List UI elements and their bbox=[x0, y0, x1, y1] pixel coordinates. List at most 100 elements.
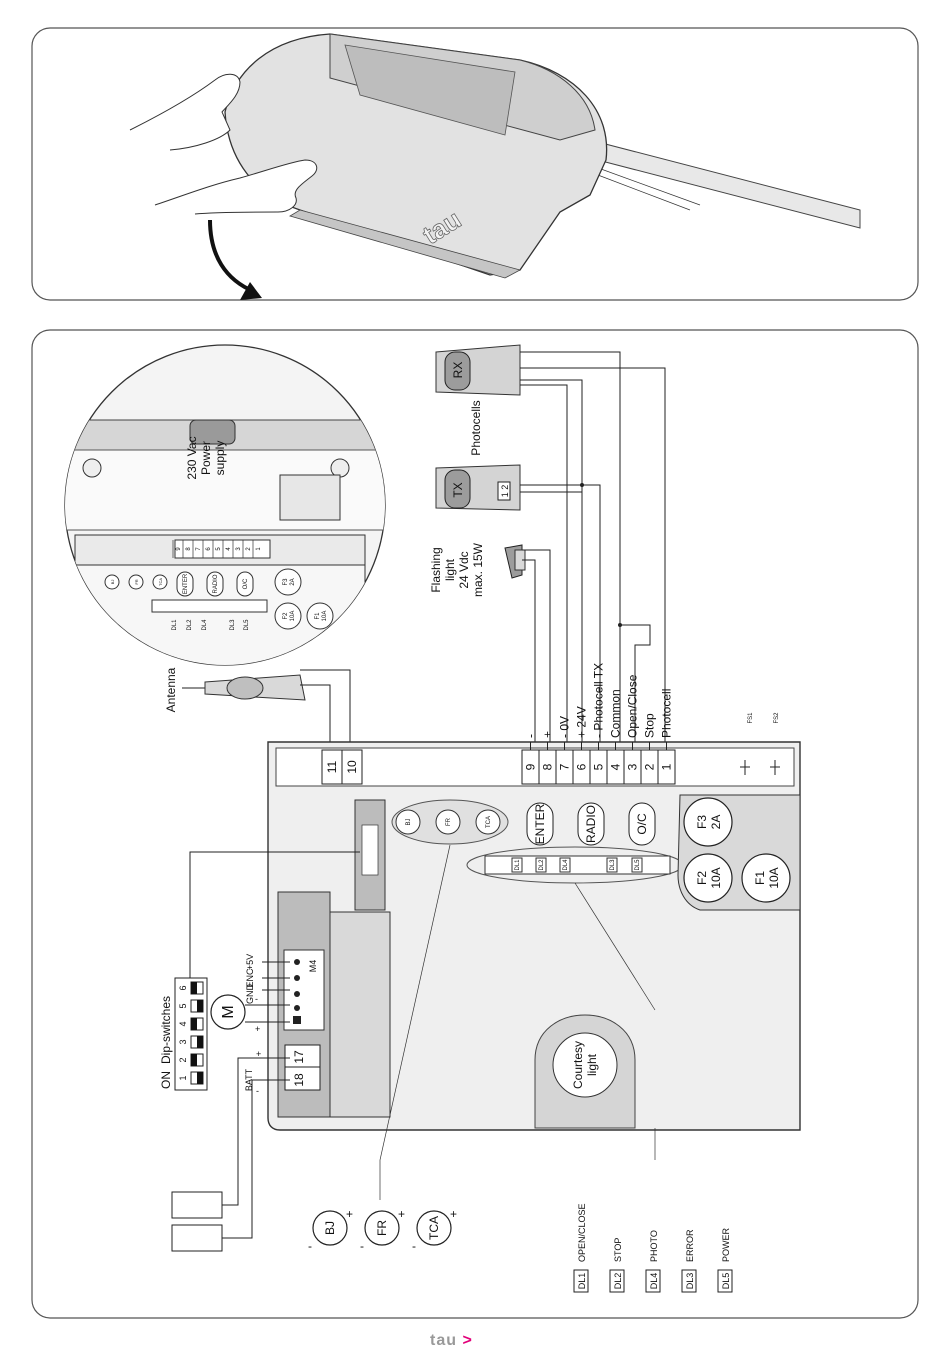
fuse-name-f1: F1 bbox=[753, 871, 767, 885]
zoom-fuse-name-f2: F2 bbox=[283, 612, 289, 620]
trimmer-bj[interactable] bbox=[395, 809, 421, 835]
terminal-11: 11 bbox=[325, 760, 339, 773]
legend-led-code-dl1: DL1 bbox=[577, 1273, 587, 1290]
trimmer-tca[interactable] bbox=[475, 809, 501, 835]
legend-minus-tca: - bbox=[412, 1239, 416, 1253]
zoom-terminal-2: 2 bbox=[246, 547, 252, 551]
terminal-4: 4 bbox=[609, 763, 623, 770]
dip-number-2: 2 bbox=[178, 1057, 188, 1062]
battery-terminal-block: 18 17 bbox=[284, 1044, 321, 1091]
signal-label-2: Stop bbox=[643, 713, 657, 738]
zoom-led-dl5: DL5 bbox=[244, 619, 250, 631]
rx-label: RX bbox=[451, 362, 465, 379]
legend-trimmer-label-bj: BJ bbox=[323, 1221, 337, 1235]
legend-plus-bj: + bbox=[346, 1207, 353, 1221]
button-oc[interactable] bbox=[628, 802, 656, 846]
logo-text: tau bbox=[430, 1332, 457, 1349]
svg-text:-: - bbox=[256, 1086, 259, 1096]
terminal-3: 3 bbox=[626, 763, 640, 770]
terminal-6: 6 bbox=[575, 763, 589, 770]
legend-led-meaning-dl3: ERROR bbox=[685, 1229, 695, 1262]
flashing-line-2: light bbox=[443, 558, 457, 581]
courtesy-light: Courtesy light bbox=[534, 1014, 636, 1129]
dip-number-6: 6 bbox=[178, 985, 188, 990]
signal-label-8: + bbox=[541, 731, 555, 738]
legend-plus-fr: + bbox=[398, 1207, 405, 1221]
dip-number-3: 3 bbox=[178, 1039, 188, 1044]
leader-lines bbox=[379, 844, 656, 1200]
trimmer-fr[interactable] bbox=[435, 809, 461, 835]
flashing-line-1: Flashing bbox=[429, 547, 443, 592]
fuse-rating-f1: 10A bbox=[767, 867, 781, 888]
signal-label-9: - bbox=[524, 734, 538, 738]
terminal-10: 10 bbox=[345, 760, 359, 774]
button-label-oc: O/C bbox=[635, 813, 649, 835]
button-label-radio: RADIO bbox=[584, 805, 598, 843]
zoom-button-enter: ENTER bbox=[183, 573, 189, 594]
photocells-label: Photocells bbox=[469, 400, 483, 455]
encoder-pins: +5V ENC GND bbox=[245, 954, 290, 1004]
terminal-9: 9 bbox=[524, 763, 538, 770]
signal-label-3: Open/Close bbox=[626, 674, 640, 738]
legend-trimmer-label-fr: FR bbox=[375, 1220, 389, 1236]
zoom-power-line-1: 230 Vac bbox=[185, 436, 199, 479]
photocell-rx: RX bbox=[435, 344, 521, 396]
legend-led-meaning-dl2: STOP bbox=[613, 1238, 623, 1262]
logo-arrow: > bbox=[462, 1332, 473, 1349]
legend-led-dl1 bbox=[573, 1269, 589, 1293]
signal-label-7: - 0V bbox=[558, 716, 572, 738]
zoom-terminal-5: 5 bbox=[216, 547, 222, 551]
zoom-led-dl1: DL1 bbox=[172, 619, 178, 631]
legend-minus-bj: - bbox=[308, 1239, 312, 1253]
led-dl2 bbox=[535, 857, 547, 873]
encoder-pin-gnd: GND bbox=[245, 984, 255, 1005]
fs1-label: FS1 bbox=[748, 712, 754, 724]
legend-trimmer-bj bbox=[312, 1210, 348, 1246]
flashing-line-3: 24 Vdc bbox=[457, 551, 471, 588]
dip-on-label: ON bbox=[159, 1071, 173, 1089]
signal-label-6: + 24V bbox=[575, 706, 589, 738]
legend-led-dl4 bbox=[645, 1269, 661, 1293]
trimmer-legend: BJ+-FR+-TCA+- bbox=[308, 1207, 457, 1253]
board-buttons: ENTER RADIO O/C bbox=[526, 802, 656, 846]
legend-led-dl2 bbox=[609, 1269, 625, 1293]
signal-label-1: Photocell bbox=[660, 689, 674, 738]
terminal-18: 18 bbox=[292, 1073, 306, 1087]
button-label-enter: ENTER bbox=[533, 803, 547, 844]
legend-led-dl5 bbox=[717, 1269, 733, 1293]
fuse-f2 bbox=[683, 853, 733, 903]
operator-housing: tau bbox=[224, 33, 608, 279]
led-label-dl4: DL4 bbox=[563, 859, 569, 871]
zoom-terminal-9: 9 bbox=[176, 547, 182, 551]
legend-trimmer-tca bbox=[416, 1210, 452, 1246]
legend-minus-fr: - bbox=[360, 1239, 364, 1253]
zoom-led-dl2: DL2 bbox=[187, 619, 193, 631]
flashing-light: Flashing light 24 Vdc max. 15W bbox=[429, 542, 551, 745]
button-enter[interactable] bbox=[526, 802, 554, 846]
zoom-terminal-8: 8 bbox=[186, 547, 192, 551]
legend-led-meaning-dl4: PHOTO bbox=[649, 1230, 659, 1262]
m4-connector: M4 bbox=[293, 959, 318, 1024]
swing-down-arrow bbox=[208, 219, 262, 300]
legend-led-dl3 bbox=[681, 1269, 697, 1293]
fuse-name-f2: F2 bbox=[695, 871, 709, 885]
terminal-7: 7 bbox=[558, 763, 572, 770]
legend-plus-tca: + bbox=[450, 1207, 457, 1221]
motor: M - + bbox=[210, 994, 290, 1034]
button-radio[interactable] bbox=[577, 802, 605, 846]
tx-pins-label: 1 2 bbox=[500, 485, 510, 498]
photocell-tx: TX 1 2 bbox=[435, 464, 521, 511]
led-label-dl2: DL2 bbox=[539, 859, 545, 871]
fs2-label: FS2 bbox=[774, 712, 780, 724]
svg-text:+: + bbox=[256, 1049, 261, 1059]
tau-logo: tau > bbox=[430, 1332, 473, 1350]
zoom-terminal-3: 3 bbox=[236, 547, 242, 551]
trimmer-label-tca: TCA bbox=[486, 816, 492, 828]
zoom-terminal-1: 1 bbox=[256, 547, 262, 551]
